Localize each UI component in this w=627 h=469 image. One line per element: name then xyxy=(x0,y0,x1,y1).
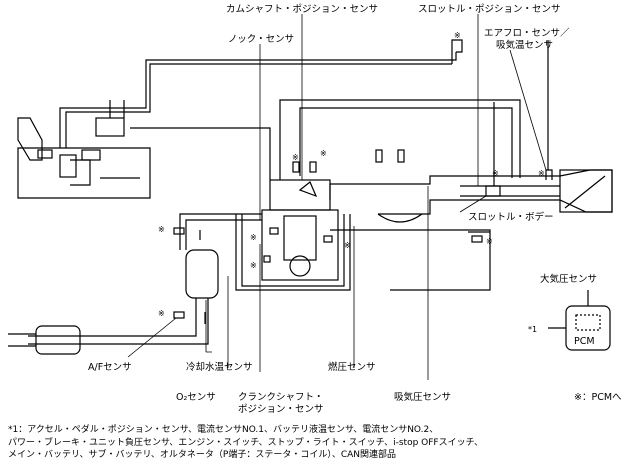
label-throttle-body: スロットル・ボデー xyxy=(468,211,554,223)
canister xyxy=(95,117,125,137)
label-crank-sensor-line1: クランクシャフト・ xyxy=(238,392,324,403)
vapor-lines xyxy=(59,39,463,180)
star-marker: ※ xyxy=(250,261,257,270)
footnote: *1：アクセル・ペダル・ポジション・センサ、電流センサNO.1、バッテリ液温セン… xyxy=(8,424,623,462)
star-marker: ※ xyxy=(492,169,499,178)
purge-line xyxy=(279,99,521,180)
star-marker: ※ xyxy=(538,169,545,178)
label-airflow-sensor: エアフロ・センサ／ xyxy=(484,28,570,39)
sensor-connectors xyxy=(173,149,483,319)
label-crank-sensor-line2: ポジション・センサ xyxy=(238,404,324,415)
label-baro-sensor: 大気圧センサ xyxy=(540,273,597,285)
leader-lines xyxy=(127,14,547,380)
star-marker: ※ xyxy=(486,237,493,246)
star-marker: ※ xyxy=(292,153,299,162)
exhaust-system xyxy=(8,213,262,355)
star-marker: ※ xyxy=(250,233,257,242)
footnote-line-2: パワー・ブレーキ・ユニット負圧センサ、エンジン・スイッチ、ストップ・ライト・スイ… xyxy=(8,437,484,448)
vacuum-line xyxy=(299,107,513,178)
label-knock-sensor: ノック・センサ xyxy=(228,34,294,45)
footnote-line-3: メイン・バッテリ、サブ・バッテリ、オルタネータ（P端子：ステータ・コイル）、CA… xyxy=(8,450,397,460)
star-marker: ※ xyxy=(158,225,165,234)
label-intake-temp-sensor: 吸気温センサ xyxy=(496,39,553,51)
label-fuel-pressure-sensor: 燃圧センサ xyxy=(328,361,376,373)
label-coolant-temp-sensor: 冷却水温センサ xyxy=(186,361,253,373)
label-pcm: PCM xyxy=(574,336,595,347)
label-o2-sensor: O₂センサ xyxy=(176,392,216,403)
label-cam-sensor: カムシャフト・ポジション・センサ xyxy=(226,4,378,15)
footnote-line-1: *1：アクセル・ペダル・ポジション・センサ、電流センサNO.1、バッテリ液温セン… xyxy=(8,425,439,435)
star-marker: ※ xyxy=(454,31,461,40)
label-pcm-legend: ※：PCMへ xyxy=(574,392,622,403)
label-throttle-position-sensor: スロットル・ポジション・センサ xyxy=(418,4,561,15)
label-note-mark: *1 xyxy=(528,325,537,334)
throttle-body xyxy=(485,185,501,197)
label-af-sensor: A/Fセンサ xyxy=(88,362,132,373)
star-marker: ※ xyxy=(344,241,351,250)
fuel-tank xyxy=(17,117,151,199)
intake-duct xyxy=(329,169,613,223)
label-intake-pressure-sensor: 吸気圧センサ xyxy=(394,391,451,403)
star-marker: ※ xyxy=(320,149,327,158)
airflow-sensor xyxy=(545,169,553,180)
star-marker: ※ xyxy=(158,309,165,318)
engine-block xyxy=(261,179,339,281)
